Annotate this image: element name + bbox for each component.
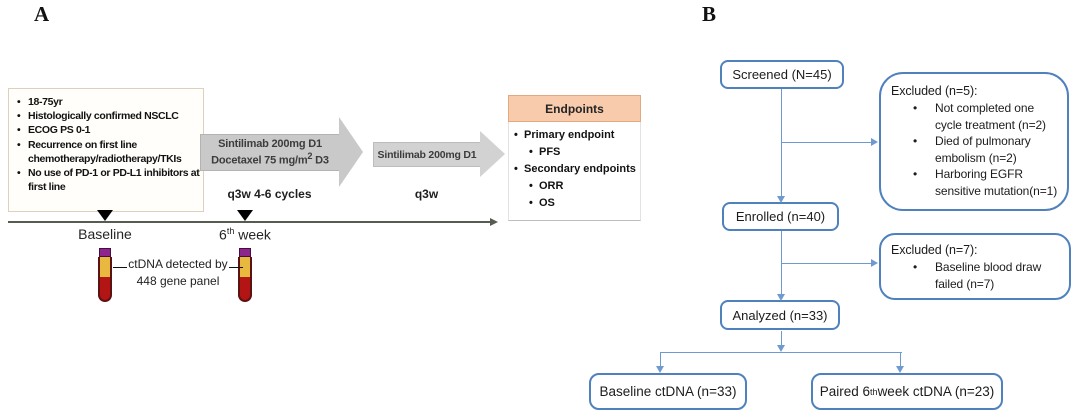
enrolled-box: Enrolled (n=40) (722, 202, 839, 231)
excluded-n5-title: Excluded (n=5): (891, 84, 978, 98)
panel-a-label: A (34, 2, 50, 26)
treatment-arrow-2-label: Sintilimab 200mg D1 (377, 148, 477, 161)
excluded-n5-item: Died of pulmonary embolism (n=2) (891, 133, 1059, 166)
arrowhead-excluded5-icon (871, 138, 878, 146)
connector-split-left (660, 352, 661, 366)
timeline-axis (8, 221, 491, 223)
arrow-2-schedule-caption: q3w (414, 187, 439, 201)
endpoints-body: Primary endpoint PFS Secondary endpoints… (508, 122, 641, 222)
arrowhead-enrolled-icon (777, 196, 785, 203)
tube-body (238, 257, 252, 302)
connector-analyzed-split (781, 331, 782, 346)
baseline-marker-icon (97, 210, 113, 221)
primary-endpoint-label: Primary endpoint (511, 127, 638, 144)
ctdna-note: ctDNA detected by 448 gene panel (128, 257, 228, 288)
arrowhead-baseline-ctdna-icon (656, 366, 664, 373)
baseline-label: Baseline (78, 226, 132, 242)
arrowhead-excluded7-icon (871, 259, 878, 267)
blood-tube-baseline-icon (97, 248, 113, 302)
excluded-n7-box: Excluded (n=7): Baseline blood draw fail… (879, 233, 1071, 301)
note-tick-right (229, 267, 243, 268)
connector-split-horizontal (660, 352, 902, 353)
secondary-endpoints-label: Secondary endpoints (511, 161, 638, 178)
excluded-n5-box: Excluded (n=5): Not completed one cycle … (879, 72, 1069, 211)
secondary-endpoint-item: ORR (511, 178, 638, 195)
excluded-n7-title: Excluded (n=7): (891, 243, 978, 257)
endpoints-box: Endpoints Primary endpoint PFS Secondary… (508, 95, 641, 222)
analyzed-box: Analyzed (n=33) (720, 300, 840, 330)
arrowhead-split-icon (777, 345, 785, 352)
treatment-arrow-2: Sintilimab 200mg D1 (373, 142, 480, 167)
connector-enrolled-analyzed (781, 231, 782, 294)
tube-cap (99, 248, 111, 257)
criteria-item: Recurrence on first line chemotherapy/ra… (15, 138, 200, 166)
note-tick-left (113, 267, 127, 268)
treatment-arrow-1: Sintilimab 200mg D1 Docetaxel 75 mg/m2 D… (200, 134, 339, 171)
secondary-endpoint-item: OS (511, 195, 638, 212)
treatment-arrow-2-head-icon (480, 131, 505, 177)
baseline-ctdna-box: Baseline ctDNA (n=33) (589, 373, 747, 410)
treatment-arrow-1-line2: Docetaxel 75 mg/m2 D3 (211, 151, 329, 167)
primary-endpoint-item: PFS (511, 144, 638, 161)
criteria-item: No use of PD-1 or PD-L1 inhibitors at fi… (15, 166, 200, 194)
excluded-n5-item: Harboring EGFR sensitive mutation(n=1) (891, 166, 1059, 199)
blood-tube-week6-icon (237, 248, 253, 302)
connector-excluded7-branch (782, 263, 871, 264)
arrow-1-schedule-caption: q3w 4-6 cycles (227, 187, 312, 201)
excluded-n5-item: Not completed one cycle treatment (n=2) (891, 100, 1059, 133)
connector-screened-enrolled (781, 89, 782, 196)
tube-body (98, 257, 112, 302)
arrowhead-analyzed-icon (777, 294, 785, 301)
endpoints-header: Endpoints (508, 95, 641, 122)
week6-label: 6th week (219, 226, 271, 243)
connector-excluded5-branch (782, 142, 871, 143)
excluded-n7-item: Baseline blood draw failed (n=7) (891, 259, 1061, 292)
arrowhead-paired-ctdna-icon (896, 366, 904, 373)
week6-marker-icon (237, 210, 253, 221)
connector-split-right (900, 352, 901, 366)
tube-cap (239, 248, 251, 257)
criteria-item: 18-75yr (15, 95, 200, 109)
treatment-arrow-1-line1: Sintilimab 200mg D1 (218, 137, 322, 150)
eligibility-criteria-box: 18-75yr Histologically confirmed NSCLC E… (8, 88, 204, 212)
screened-box: Screened (N=45) (720, 60, 844, 89)
treatment-arrow-1-head-icon (339, 117, 363, 187)
criteria-item: Histologically confirmed NSCLC (15, 109, 200, 123)
timeline-arrowhead-icon (490, 218, 498, 226)
panel-b-label: B (702, 2, 717, 26)
criteria-item: ECOG PS 0-1 (15, 123, 200, 137)
